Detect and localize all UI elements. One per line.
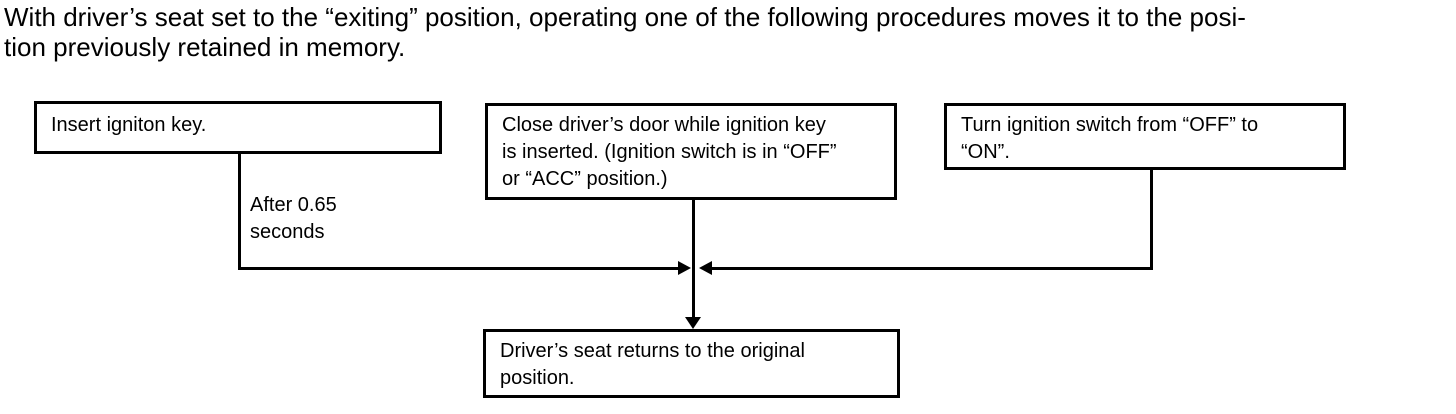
connector-vertical-from-turn-switch [1150, 168, 1153, 270]
box-result-line-2: position. [500, 367, 575, 389]
box-close-door-line-3: or “ACC” position.) [502, 168, 668, 190]
arrowhead-down-icon [685, 317, 701, 329]
flowchart-box-close-door: Close driver’s door while ignition key i… [485, 103, 897, 200]
box-turn-switch-line-1: Turn ignition switch from “OFF” to [961, 114, 1259, 136]
delay-label-line-1: After 0.65 [250, 194, 337, 216]
box-close-door-line-2: is inserted. (Ignition switch is in “OFF… [502, 141, 837, 163]
arrowhead-right-icon [678, 261, 691, 275]
flowchart-box-result: Driver’s seat returns to the original po… [483, 329, 900, 398]
box-insert-key-line-1: Insert igniton key. [51, 114, 207, 136]
connector-vertical-from-insert-key [238, 152, 241, 270]
box-result-line-1: Driver’s seat returns to the original [500, 340, 805, 362]
box-close-door-line-1: Close driver’s door while ignition key [502, 114, 826, 136]
intro-paragraph: With driver’s seat set to the “exiting” … [4, 2, 1246, 62]
connector-horizontal-left [238, 267, 680, 270]
delay-label-line-2: seconds [250, 221, 325, 243]
flowchart-box-insert-key: Insert igniton key. [34, 101, 442, 154]
box-turn-switch-line-2: “ON”. [961, 141, 1010, 163]
flowchart-box-turn-switch: Turn ignition switch from “OFF” to “ON”. [944, 103, 1346, 170]
delay-label: After 0.65 seconds [250, 192, 337, 246]
connector-horizontal-right [710, 267, 1153, 270]
connector-vertical-from-close-door [692, 198, 695, 320]
intro-line-2: tion previously retained in memory. [4, 32, 406, 62]
arrowhead-left-icon [699, 261, 712, 275]
intro-line-1: With driver’s seat set to the “exiting” … [4, 2, 1246, 32]
